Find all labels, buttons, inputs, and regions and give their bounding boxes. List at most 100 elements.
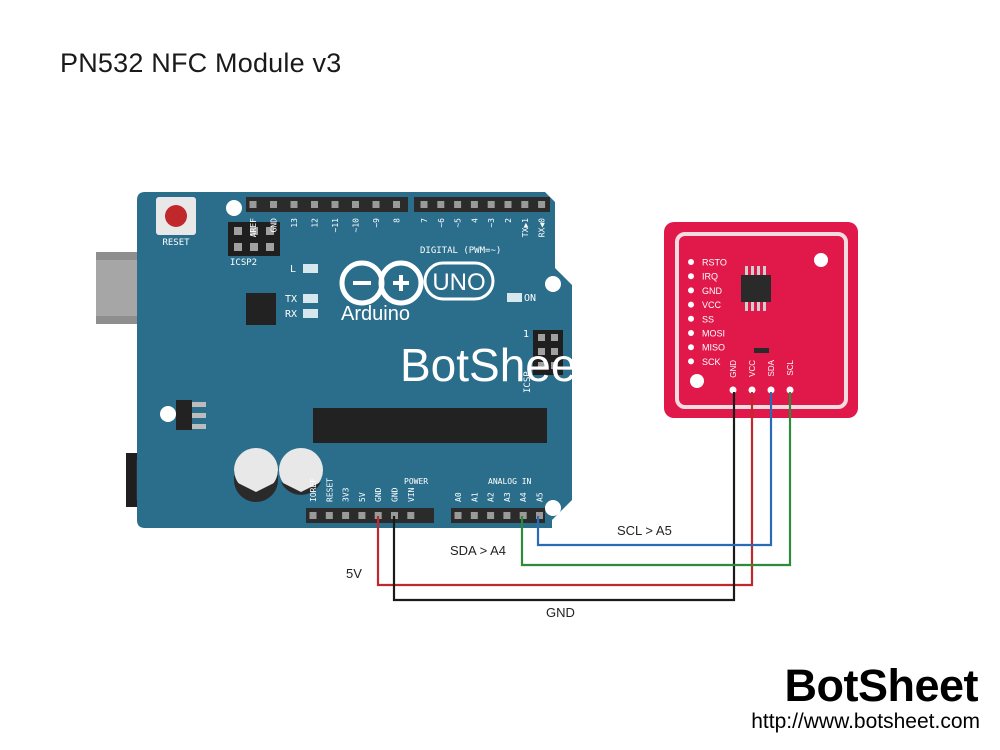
- analog-pin-label: A2: [487, 492, 496, 502]
- icsp2-header: [228, 222, 280, 256]
- digital-pin-label: 2: [504, 218, 513, 223]
- digital-pin-label: ~5: [454, 218, 463, 228]
- digital-pin-label: ~11: [331, 218, 340, 233]
- led-tx-label: TX: [285, 294, 297, 305]
- module-mounting-hole: [690, 374, 704, 388]
- digital-pin-10[interactable]: [352, 201, 359, 208]
- icsp-label: ICSP: [523, 371, 533, 393]
- digital-pin-label: 8: [393, 218, 402, 223]
- analog-pin-a2[interactable]: [487, 512, 495, 519]
- wires: [376, 392, 792, 602]
- led-tx: [303, 294, 318, 303]
- wire-label-gnd: GND: [546, 605, 575, 620]
- nfc-pin-label: SS: [702, 314, 714, 324]
- wire-sda: [520, 392, 792, 567]
- nfc-i2c-pin-scl[interactable]: [786, 386, 794, 394]
- led-l-label: L: [290, 264, 296, 275]
- analog-pin-a3[interactable]: [503, 512, 511, 519]
- arduino-infinity-logo: [339, 260, 424, 306]
- digital-pin-label: ~9: [372, 218, 381, 228]
- usb-chip: [246, 293, 276, 325]
- power-pin-reset[interactable]: [325, 512, 333, 519]
- nfc-component: [754, 348, 769, 353]
- wire-scl: [536, 392, 773, 547]
- analog-pin-a1[interactable]: [470, 512, 478, 519]
- analog-pin-label: A1: [470, 492, 479, 502]
- nfc-i2c-pin-sda[interactable]: [767, 386, 775, 394]
- led-l: [303, 264, 318, 273]
- digital-header-right: [414, 197, 550, 212]
- nfc-pin-mosi[interactable]: [688, 330, 694, 336]
- digital-label: DIGITAL (PWM=~): [420, 246, 501, 256]
- reset-button[interactable]: [156, 197, 196, 235]
- analog-pin-a0[interactable]: [454, 512, 462, 519]
- nfc-pin-rsto[interactable]: [688, 259, 694, 265]
- digital-pin-5[interactable]: [454, 201, 462, 208]
- mounting-hole: [226, 200, 242, 216]
- mounting-hole: [160, 406, 176, 422]
- wire-gnd: [392, 392, 736, 602]
- nfc-i2c-label: GND: [729, 360, 738, 378]
- nfc-pin-gnd[interactable]: [688, 287, 694, 294]
- nfc-pin-sck[interactable]: [688, 358, 694, 365]
- icsp2-label: ICSP2: [230, 258, 257, 268]
- power-pin-5v[interactable]: [358, 512, 366, 519]
- digital-pin-label: GND: [270, 218, 279, 233]
- wire-5v: [376, 392, 754, 587]
- power-pin-label: GND: [374, 487, 383, 502]
- digital-pin-11[interactable]: [331, 201, 339, 208]
- digital-header-left: [246, 197, 408, 212]
- power-pin-label: VIN: [407, 487, 416, 502]
- brand-url[interactable]: http://www.botsheet.com: [751, 710, 980, 733]
- digital-pin-label: AREF: [249, 218, 258, 237]
- analog-pin-a4[interactable]: [519, 512, 527, 519]
- nfc-i2c-pin-gnd[interactable]: [729, 386, 737, 394]
- power-pin-gnd[interactable]: [391, 512, 398, 519]
- digital-pin-3[interactable]: [487, 201, 495, 208]
- led-rx-label: RX: [285, 309, 297, 320]
- digital-pin-aref[interactable]: [249, 201, 257, 208]
- analog-pin-label: A5: [536, 492, 545, 502]
- digital-pin-4[interactable]: [470, 201, 478, 208]
- digital-pin-9[interactable]: [372, 201, 380, 208]
- nfc-pin-label: MISO: [702, 343, 725, 353]
- power-pin-label: 5V: [358, 492, 367, 502]
- nfc-pin-ss[interactable]: [688, 315, 694, 322]
- digital-pin-12[interactable]: [311, 201, 318, 208]
- digital-pin-13[interactable]: [290, 201, 298, 208]
- analog-pin-a5[interactable]: [536, 512, 543, 519]
- mounting-hole: [545, 500, 561, 516]
- digital-pin-2[interactable]: [504, 201, 512, 208]
- capacitor: [234, 448, 278, 502]
- digital-pin-label: ~6: [437, 218, 446, 228]
- nfc-chip: [741, 266, 771, 311]
- digital-pin-label: 12: [311, 218, 320, 228]
- digital-pin-7[interactable]: [420, 201, 428, 208]
- digital-pin-6[interactable]: [437, 201, 445, 208]
- power-pin-3v3[interactable]: [342, 512, 350, 519]
- power-pin-ioref[interactable]: [309, 512, 317, 519]
- arduino-logo-text: Arduino: [341, 303, 410, 325]
- analog-pin-label: A3: [503, 492, 512, 502]
- digital-pin-gnd[interactable]: [270, 201, 277, 208]
- nfc-i2c-pin-vcc[interactable]: [748, 386, 756, 394]
- power-pin-label: RESET: [325, 478, 334, 502]
- digital-pin-rx0[interactable]: [538, 201, 546, 208]
- brand-logo: BotSheet: [784, 660, 978, 711]
- nfc-pin-miso[interactable]: [688, 344, 694, 351]
- power-pin-vin[interactable]: [407, 512, 415, 519]
- digital-pin-8[interactable]: [393, 201, 400, 208]
- atmega-chip: [313, 408, 547, 443]
- nfc-pin-label: VCC: [702, 300, 722, 310]
- power-pin-gnd[interactable]: [374, 512, 382, 519]
- led-on: [507, 293, 522, 302]
- digital-pin-tx1[interactable]: [521, 201, 529, 208]
- nfc-pin-irq[interactable]: [688, 273, 694, 280]
- nfc-pin-vcc[interactable]: [688, 301, 694, 308]
- power-label: POWER: [404, 477, 428, 486]
- capacitor: [279, 448, 323, 495]
- nfc-pin-label: IRQ: [702, 272, 718, 282]
- arduino-board: [137, 192, 572, 528]
- led-on-label: ON: [524, 293, 536, 304]
